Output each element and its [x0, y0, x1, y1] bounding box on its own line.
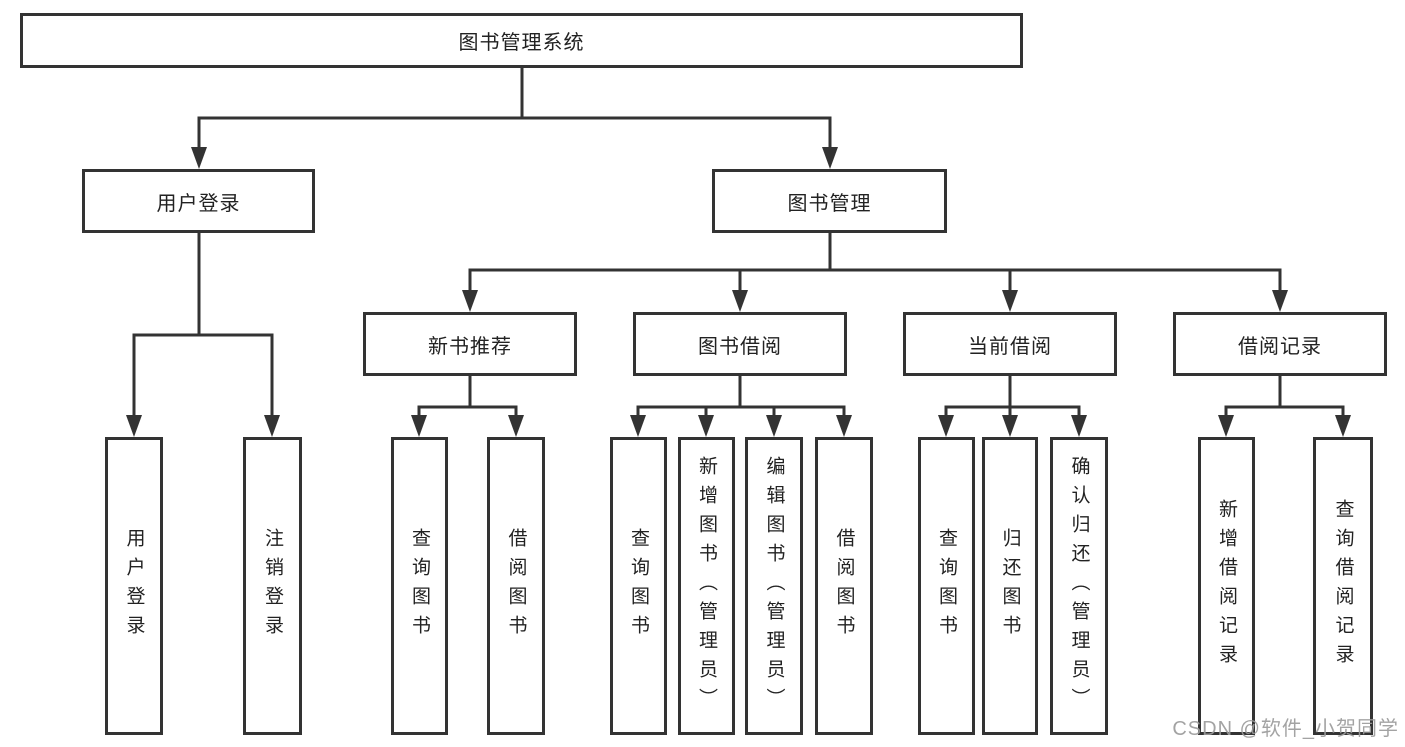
- node-book-management: 图书管理: [712, 169, 947, 233]
- leaf-label: 查询借阅记录: [1332, 499, 1354, 673]
- leaf-label: 借阅图书: [505, 528, 527, 644]
- node-label: 新书推荐: [428, 335, 512, 358]
- leaf-query-books-current: 查询图书: [918, 437, 975, 735]
- leaf-return-books: 归还图书: [982, 437, 1038, 735]
- node-label: 图书管理: [787, 192, 872, 215]
- leaf-label: 新增图书（管理员）: [696, 455, 717, 717]
- node-label: 借阅记录: [1238, 335, 1322, 358]
- node-label: 当前借阅: [968, 335, 1052, 358]
- leaf-add-borrow-record: 新增借阅记录: [1198, 437, 1255, 735]
- node-library-management-system: 图书管理系统: [20, 13, 1023, 68]
- leaf-logout: 注销登录: [243, 437, 302, 735]
- csdn-watermark: CSDN @软件_小贺同学: [1172, 718, 1399, 740]
- leaf-add-book-admin: 新增图书（管理员）: [678, 437, 735, 735]
- leaf-label: 编辑图书（管理员）: [763, 455, 785, 717]
- node-current-borrowing: 当前借阅: [903, 312, 1117, 376]
- leaf-borrow-books-recommend: 借阅图书: [487, 437, 545, 735]
- node-new-book-recommendation: 新书推荐: [363, 312, 577, 376]
- leaf-label: 新增借阅记录: [1216, 499, 1237, 673]
- node-label: 用户登录: [156, 192, 241, 215]
- node-label: 图书借阅: [698, 335, 782, 358]
- leaf-label: 归还图书: [999, 528, 1021, 644]
- leaf-label: 确认归还（管理员）: [1068, 455, 1090, 717]
- leaf-label: 查询图书: [409, 528, 430, 644]
- leaf-label: 用户登录: [123, 528, 145, 644]
- leaf-label: 查询图书: [936, 528, 957, 644]
- node-borrowing-records: 借阅记录: [1173, 312, 1387, 376]
- leaf-borrow-books-borrowing: 借阅图书: [815, 437, 873, 735]
- node-book-borrowing: 图书借阅: [633, 312, 847, 376]
- node-user-login: 用户登录: [82, 169, 315, 233]
- leaf-label: 注销登录: [262, 528, 283, 644]
- leaf-label: 借阅图书: [833, 528, 855, 644]
- leaf-edit-book-admin: 编辑图书（管理员）: [745, 437, 803, 735]
- leaf-query-books-borrowing: 查询图书: [610, 437, 667, 735]
- leaf-label: 查询图书: [628, 528, 649, 644]
- leaf-user-login: 用户登录: [105, 437, 163, 735]
- leaf-query-books-recommend: 查询图书: [391, 437, 448, 735]
- leaf-confirm-return-admin: 确认归还（管理员）: [1050, 437, 1108, 735]
- leaf-query-borrow-record: 查询借阅记录: [1313, 437, 1373, 735]
- node-label: 图书管理系统: [458, 32, 585, 54]
